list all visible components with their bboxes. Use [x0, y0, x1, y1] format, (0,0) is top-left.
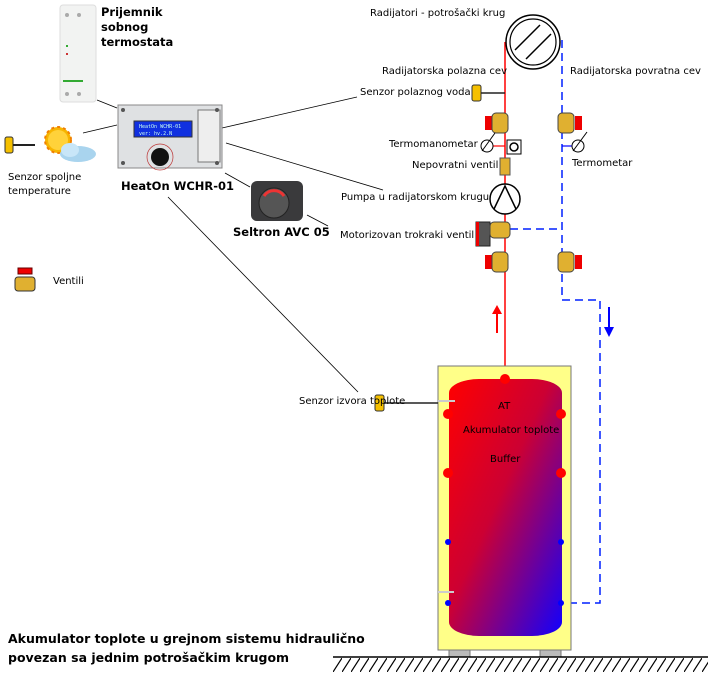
- valve-icon: [485, 251, 509, 273]
- thermomanometer-icon: [480, 132, 522, 155]
- valve-legend-icon: [14, 267, 36, 292]
- check-valve-label: Nepovratni ventil: [412, 160, 499, 171]
- thermomanometer-label: Termomanometar: [389, 139, 478, 150]
- lcd-line-2: ver: hv.2.N: [139, 131, 172, 137]
- lcd-line-1: HeatOn WCHR-01: [139, 124, 181, 130]
- flow-down-arrow-icon: [604, 307, 614, 337]
- radiator-symbol: [505, 14, 561, 70]
- supply-pipe-label: Radijatorska polazna cev: [382, 66, 508, 77]
- thermostat-receiver-device: [59, 4, 97, 103]
- actuator-label: Seltron AVC 05: [233, 225, 330, 239]
- pump-label: Pumpa u radijatorskom krugu: [341, 192, 490, 203]
- outdoor-sensor-label: Senzor spoljne temperature: [8, 172, 82, 197]
- radiators-label: Radijatori - potrošački krug: [370, 8, 506, 19]
- tank-name-label: Akumulator toplote: [463, 425, 560, 436]
- valve-icon: [557, 112, 582, 134]
- buffer-tank: [437, 365, 572, 658]
- valve-icon: [557, 251, 582, 273]
- valve-icon: [485, 112, 509, 134]
- source-sensor-label: Senzor izvora toplote: [299, 396, 406, 407]
- heaton-controller-device: [117, 104, 223, 171]
- ground: [333, 656, 708, 672]
- tank-buffer-label: Buffer: [490, 454, 521, 465]
- valves-legend-label: Ventili: [53, 276, 84, 287]
- supply-sensor-label: Senzor polaznog voda: [360, 87, 471, 98]
- weather-sun-cloud-icon: [44, 126, 96, 162]
- caption-line-1: Akumulator toplote u grejnom sistemu hid…: [8, 631, 365, 646]
- receiver-label: Prijemnik sobnog termostata: [101, 5, 174, 49]
- supply-sensor-icon: [471, 84, 505, 102]
- thermometer-icon: [571, 131, 588, 153]
- pump-icon: [489, 183, 521, 215]
- return-pipe-label: Radijatorska povratna cev: [570, 66, 701, 77]
- thermometer-label: Termometar: [572, 158, 633, 169]
- tank-short-label: AT: [498, 401, 511, 412]
- motorized-mixing-valve-icon: [475, 221, 511, 247]
- signal-wires: [82, 96, 384, 393]
- check-valve-icon: [499, 157, 511, 176]
- outdoor-sensor-icon: [4, 136, 35, 154]
- return-pipe: [561, 40, 601, 604]
- diagram-caption: Akumulator toplote u grejnom sistemu hid…: [8, 629, 365, 667]
- source-sensor-icon: [374, 394, 438, 412]
- caption-line-2: povezan sa jednim potrošačkim krugom: [8, 650, 290, 665]
- mixing-valve-label: Motorizovan trokraki ventil: [340, 230, 475, 241]
- seltron-actuator-device: [251, 181, 303, 221]
- controller-label: HeatOn WCHR-01: [121, 179, 235, 193]
- flow-up-arrow-icon: [492, 305, 502, 333]
